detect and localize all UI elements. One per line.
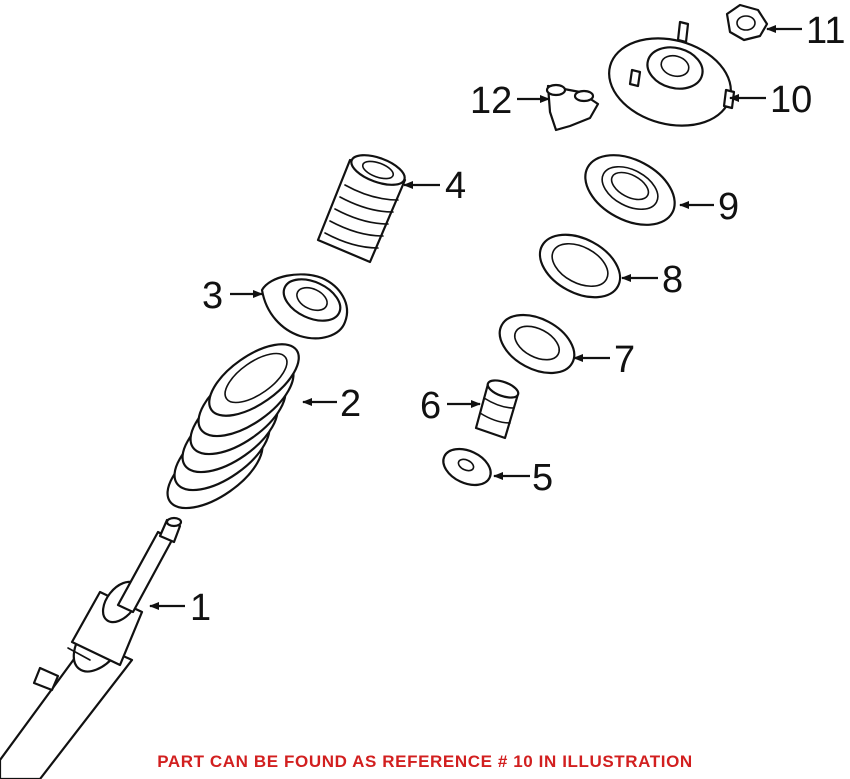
callout-4: 4 bbox=[445, 165, 466, 207]
callout-labels: 1 2 3 4 5 6 7 8 9 10 11 12 bbox=[190, 10, 845, 629]
callout-2: 2 bbox=[340, 383, 361, 425]
insulator-ring bbox=[498, 313, 576, 375]
callout-5: 5 bbox=[532, 457, 553, 499]
strut-bearing bbox=[584, 154, 676, 226]
callout-3: 3 bbox=[202, 275, 223, 317]
bump-stop bbox=[474, 379, 520, 440]
callout-9: 9 bbox=[718, 186, 739, 228]
callout-8: 8 bbox=[662, 259, 683, 301]
coil-spring bbox=[166, 343, 300, 510]
callout-11: 11 bbox=[806, 10, 845, 52]
leader-lines bbox=[149, 25, 802, 610]
callout-7: 7 bbox=[614, 339, 635, 381]
strut-assembly bbox=[0, 516, 183, 779]
callout-6: 6 bbox=[420, 385, 441, 427]
thin-ring bbox=[538, 233, 622, 299]
dust-boot bbox=[316, 154, 407, 264]
bracket bbox=[545, 83, 600, 132]
callout-1: 1 bbox=[190, 587, 211, 629]
washer bbox=[442, 447, 492, 487]
callout-10: 10 bbox=[770, 79, 812, 121]
mount-nut bbox=[725, 3, 769, 42]
spring-seat bbox=[260, 273, 348, 340]
strut-mount bbox=[608, 20, 736, 127]
reference-caption: PART CAN BE FOUND AS REFERENCE # 10 IN I… bbox=[157, 752, 693, 771]
callout-12: 12 bbox=[470, 80, 512, 122]
